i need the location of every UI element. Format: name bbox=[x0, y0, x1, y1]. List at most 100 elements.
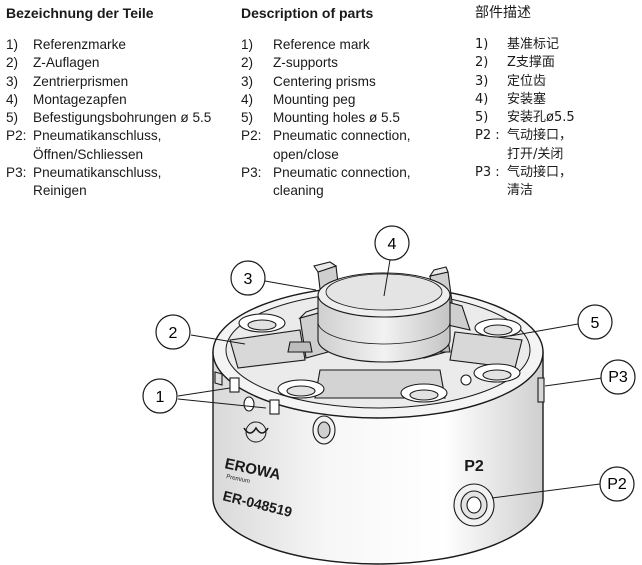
callout-5: 5 bbox=[577, 304, 613, 340]
legend-item-text: Referenzmarke bbox=[33, 37, 126, 52]
legend-item-text: Mounting holes ø 5.5 bbox=[273, 110, 400, 126]
legend-heading-english: Description of parts bbox=[241, 5, 374, 21]
callout-1: 1 bbox=[142, 378, 178, 414]
legend-item-number: 2) bbox=[475, 55, 489, 71]
legend-item: 2) Z-Auflagen bbox=[6, 54, 236, 72]
legend-list-chinese: 1) 基准标记 2) Z支撑面 3) 定位齿 4) 安装塞 5) 安装孔ø5.5 P2 : 气动接口，… bbox=[475, 36, 640, 201]
callout-4: 4 bbox=[374, 225, 410, 261]
legend-item: 3) Zentrierprismen bbox=[6, 73, 236, 91]
z-support-pad-left bbox=[229, 329, 306, 369]
legend-item: 4) 安装塞 bbox=[475, 91, 640, 109]
legend-item: 5) Befestigungsbohrungen ø 5.5 bbox=[6, 109, 236, 127]
callout-1-label: 1 bbox=[156, 389, 165, 406]
legend-item-number: 3) bbox=[6, 73, 19, 89]
legend-item-text: Pneumatikanschluss, Reinigen bbox=[33, 165, 162, 199]
callout-5-label: 5 bbox=[591, 315, 600, 332]
legend-item: 4) Mounting peg bbox=[241, 91, 471, 109]
legend-item-text: Mounting peg bbox=[273, 91, 356, 107]
legend-column-german: Bezeichnung der Teile 1) Referenzmarke 2) Z… bbox=[6, 4, 236, 201]
legend-item-text: Zentrierprismen bbox=[33, 73, 129, 89]
legend-item: P3 : 气动接口， 清洁 bbox=[475, 164, 640, 201]
reference-mark-slot bbox=[269, 399, 280, 415]
top-face-details bbox=[229, 261, 523, 403]
callout-p3-label: P3 bbox=[608, 369, 628, 386]
legend-item-number: 4) bbox=[6, 91, 19, 107]
leader-lines bbox=[177, 259, 603, 499]
callout-p2-label: P2 bbox=[607, 476, 627, 493]
legend-item-text: Befestigungsbohrungen ø 5.5 bbox=[33, 110, 212, 126]
legend-item-number: 3) bbox=[241, 73, 254, 89]
legend-item: 1) Reference mark bbox=[241, 36, 471, 54]
legend-item-number: 4) bbox=[475, 91, 489, 107]
legend-item-number: P2: bbox=[241, 128, 262, 144]
callout-4-label: 4 bbox=[388, 236, 397, 253]
legend-item-text: Z-supports bbox=[273, 55, 338, 71]
legend-heading-german: Bezeichnung der Teile bbox=[6, 5, 154, 21]
brand-sub-engraving: Premium bbox=[226, 474, 251, 485]
legend-item-number: 2) bbox=[6, 55, 19, 71]
side-details bbox=[214, 371, 545, 527]
callout-2: 2 bbox=[155, 314, 191, 350]
legend-item-number: P2: bbox=[6, 128, 27, 144]
p2-port bbox=[453, 483, 495, 527]
legend-item-text: 安装塞 bbox=[507, 91, 547, 107]
reference-mark-notch bbox=[229, 377, 240, 393]
legend-item-number: P3 : bbox=[475, 165, 500, 181]
callout-p2: P2 bbox=[599, 466, 635, 502]
legend-item-text: Z-Auflagen bbox=[33, 55, 100, 71]
legend-list-german: 1) Referenzmarke 2) Z-Auflagen 3) Zentrierpri… bbox=[6, 36, 236, 201]
mounting-holes bbox=[238, 313, 522, 403]
callout-p3: P3 bbox=[600, 359, 636, 395]
legend-item: P3: Pneumatikanschluss, Reinigen bbox=[6, 164, 236, 201]
legend-item-text: Reference mark bbox=[273, 37, 370, 52]
callout-2-label: 2 bbox=[169, 325, 178, 342]
legend-item-text: Pneumatic connection, open/close bbox=[273, 128, 411, 162]
legend-item-text: 气动接口， 打开/关闭 bbox=[507, 128, 573, 162]
legend-item-number: P3: bbox=[6, 165, 27, 181]
legend-item-text: 气动接口， 清洁 bbox=[507, 165, 573, 199]
legend-item: 5) 安装孔ø5.5 bbox=[475, 109, 640, 127]
legend-item-number: 5) bbox=[475, 110, 489, 126]
legend-item-number: 1) bbox=[475, 37, 489, 52]
legend-item-number: 3) bbox=[475, 73, 489, 89]
legend-item-number: 5) bbox=[6, 110, 19, 126]
p3-port bbox=[537, 377, 545, 403]
legend-item: 5)Mounting holes ø 5.5 bbox=[241, 109, 471, 127]
legend-item-number: 2) bbox=[241, 55, 254, 71]
callout-3-label: 3 bbox=[244, 271, 253, 288]
legend-item-text: Centering prisms bbox=[273, 73, 376, 89]
legend-item: 3) Centering prisms bbox=[241, 73, 471, 91]
mounting-peg bbox=[317, 272, 451, 363]
legend-item: 1) Referenzmarke bbox=[6, 36, 236, 54]
legend-item: 4) Montagezapfen bbox=[6, 91, 236, 109]
erowa-logo-mark bbox=[243, 421, 269, 443]
legend-list-english: 1) Reference mark 2) Z-supports 3) Centering … bbox=[241, 36, 471, 201]
legend-item-text: 安装孔ø5.5 bbox=[507, 110, 575, 126]
legend-item-text: Pneumatikanschluss, Öffnen/Schliessen bbox=[33, 128, 162, 162]
legend-item-number: 4) bbox=[241, 91, 254, 107]
legend-item-text: Z支撑面 bbox=[507, 55, 555, 71]
legend-item-text: Montagezapfen bbox=[33, 91, 127, 107]
legend-item: 3) 定位齿 bbox=[475, 73, 640, 91]
legend-heading-chinese: 部件描述 bbox=[475, 5, 531, 21]
legend-item: P2: Pneumatic connection, open/close bbox=[241, 127, 471, 164]
legend-item-number: P2 : bbox=[475, 128, 500, 144]
legend-item: P2 : 气动接口， 打开/关闭 bbox=[475, 127, 640, 164]
legend-item-number: 1) bbox=[6, 37, 19, 52]
legend-item-text: 基准标记 bbox=[507, 37, 560, 52]
legend-item-number: P3: bbox=[241, 165, 262, 181]
p2-engraved-label: P2 bbox=[464, 458, 484, 475]
legend-column-english: Description of parts 1) Reference mark 2) Z… bbox=[241, 4, 471, 201]
legend-item-number: 1) bbox=[241, 37, 254, 52]
legend-item-text: 定位齿 bbox=[507, 73, 547, 89]
callout-3: 3 bbox=[230, 260, 266, 296]
legend-item-text: Pneumatic connection, cleaning bbox=[273, 165, 411, 199]
reference-mark-hole bbox=[243, 396, 255, 412]
legend-item: 2) Z-supports bbox=[241, 54, 471, 72]
legend-item: 1) 基准标记 bbox=[475, 36, 640, 54]
legend-item: P3: Pneumatic connection, cleaning bbox=[241, 164, 471, 201]
legend-item: P2: Pneumatikanschluss, Öffnen/Schliessen bbox=[6, 127, 236, 164]
legend-item: 2) Z支撑面 bbox=[475, 54, 640, 72]
